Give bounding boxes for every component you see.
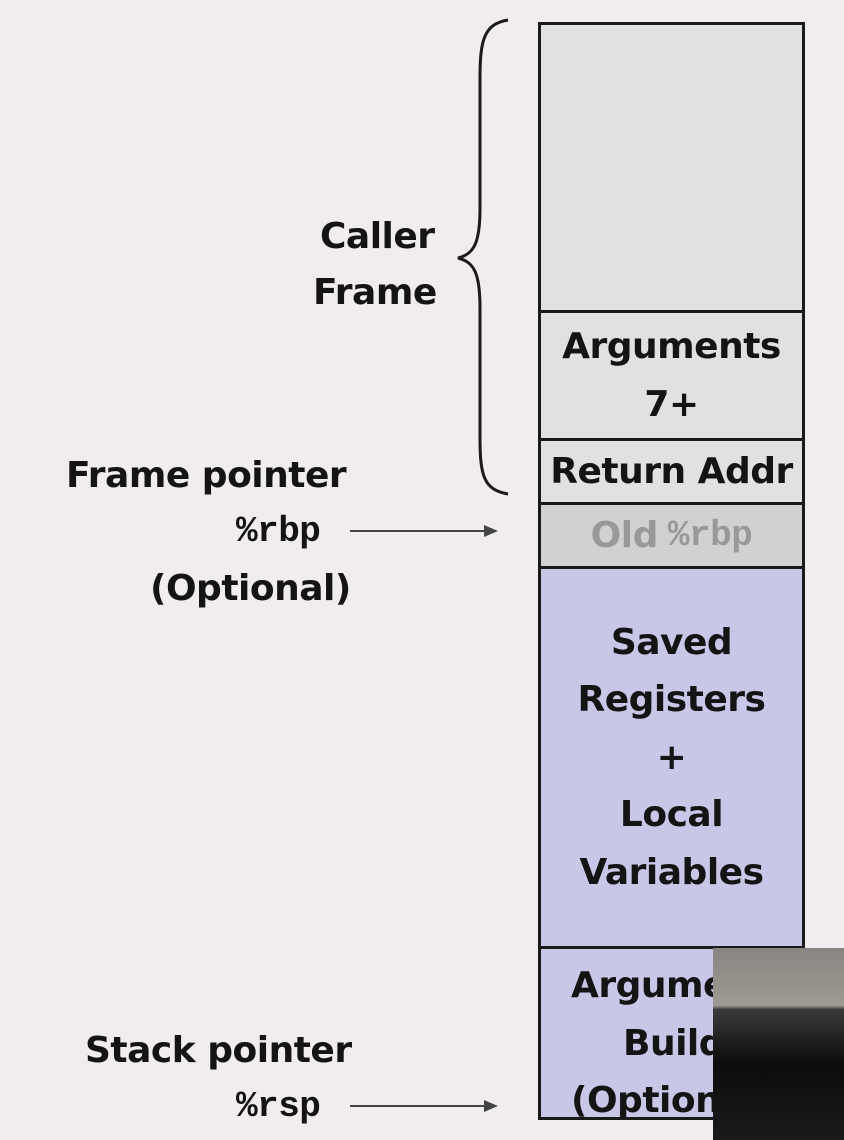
return-addr-label: Return Addr (550, 450, 793, 492)
caller-frame-block (541, 25, 802, 310)
optional-label: (Optional) (150, 568, 351, 609)
frame-label: Frame (313, 272, 437, 313)
arguments-7plus-label: 7+ (644, 383, 699, 425)
arguments-label: Arguments (562, 325, 781, 367)
registers-label: Registers (577, 679, 766, 721)
return-addr-cell: Return Addr (541, 438, 802, 502)
caller-label: Caller (320, 216, 435, 257)
frame-pointer-label: Frame pointer (66, 455, 347, 496)
arguments-7plus-cell: Arguments 7+ (541, 310, 802, 438)
stack-pointer-label: Stack pointer (85, 1030, 352, 1071)
plus-label: + (656, 736, 687, 778)
old-label: Old (590, 514, 659, 556)
variables-label: Variables (579, 851, 764, 893)
argument-build-line3: (Option (571, 1080, 721, 1117)
old-rbp-cell: Old %rbp (541, 502, 802, 566)
old-rbp-register-label: %rbp (667, 514, 753, 556)
argument-build-line1: Argume (571, 965, 727, 1006)
video-thumbnail-overlay (713, 948, 844, 1140)
saved-registers-local-variables-cell: Saved Registers + Local Variables (541, 566, 802, 946)
rsp-register-label: %rsp (236, 1086, 321, 1127)
caller-frame-brace (457, 18, 509, 496)
argument-build-line2: Build (623, 1022, 725, 1064)
saved-label: Saved (610, 621, 733, 663)
rbp-register-label: %rbp (236, 511, 321, 552)
local-label: Local (619, 794, 724, 836)
